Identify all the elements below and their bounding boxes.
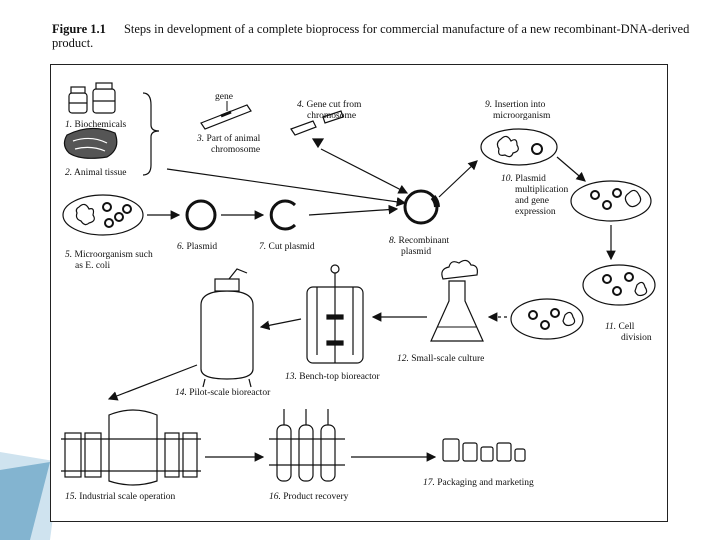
animal-tissue-icon xyxy=(63,127,118,159)
step-5-label: 5. Microorganism such xyxy=(65,250,153,260)
arrow-4-to-8 xyxy=(320,148,409,194)
step-6-label: 6. Plasmid xyxy=(177,242,217,252)
step-15-label: 15. Industrial scale operation xyxy=(65,492,176,502)
step-10-label-line3: and gene xyxy=(515,196,549,206)
arrow-8-to-9 xyxy=(438,160,478,198)
insertion-cell-icon xyxy=(480,128,558,166)
benchtop-bioreactor-icon xyxy=(306,264,364,364)
microorganism-icon xyxy=(62,194,144,236)
culture-flask-icon xyxy=(430,259,484,342)
arrow-2-to-8 xyxy=(166,168,407,207)
plasmid-icon xyxy=(185,199,217,231)
bioprocess-diagram: gene 1. Biochemicals 2. Animal tissue 3.… xyxy=(61,82,656,502)
pilot-bioreactor-icon xyxy=(200,268,254,388)
cut-gene-icon xyxy=(290,110,344,149)
step-10-label-line4: expression xyxy=(515,207,556,217)
step-13-label: 13. Bench-top bioreactor xyxy=(285,372,381,382)
step-12-label: 12. Small-scale culture xyxy=(397,354,484,364)
figure-title: Steps in development of a complete biopr… xyxy=(52,22,690,50)
step-4-label: 4. Gene cut from xyxy=(297,99,362,110)
arrow-14-to-15 xyxy=(107,364,198,401)
step-10-label: 10. Plasmid xyxy=(501,174,546,184)
step-4-label-line2: chromosome xyxy=(307,111,356,121)
slide-swoosh-dark xyxy=(0,462,50,540)
cut-plasmid-icon xyxy=(269,199,297,231)
step-9-label: 9. Insertion into xyxy=(485,100,546,110)
arrow-9-to-10 xyxy=(556,156,586,182)
process-arrows xyxy=(107,148,616,462)
step-3-label: 3. Part of animal xyxy=(196,133,261,144)
step-1-label: 1. Biochemicals xyxy=(65,120,127,130)
figure-label: Figure 1.1 xyxy=(52,22,106,36)
chromosome-icon xyxy=(200,104,252,130)
step-3-label-line2: chromosome xyxy=(211,145,260,155)
step-5-label-line2: as E. coli xyxy=(75,261,110,271)
step-2-label: 2. Animal tissue xyxy=(65,168,127,178)
industrial-plant-icon xyxy=(61,409,201,486)
step-labels: gene 1. Biochemicals 2. Animal tissue 3.… xyxy=(65,92,652,502)
step-8-label: 8. Recombinant xyxy=(389,236,450,246)
step-17-label: 17. Packaging and marketing xyxy=(423,478,534,488)
step-8-label-line2: plasmid xyxy=(401,247,431,257)
diagram-panel: gene 1. Biochemicals 2. Animal tissue 3.… xyxy=(50,64,668,522)
step-11-label: 11. Cell xyxy=(605,322,635,332)
step-7-label: 7. Cut plasmid xyxy=(259,242,315,252)
step-16-label: 16. Product recovery xyxy=(269,492,349,502)
arrow-13-to-14 xyxy=(259,318,302,331)
gene-label: gene xyxy=(215,92,233,102)
recovery-columns-icon xyxy=(269,409,345,482)
recombinant-plasmid-icon xyxy=(403,189,440,225)
step-14-label: 14. Pilot-scale bioreactor xyxy=(175,388,271,398)
step-9-label-line2: microorganism xyxy=(493,111,551,121)
dividing-cells-icon xyxy=(510,264,656,340)
step-11-label-line2: division xyxy=(621,333,652,343)
brace-mark xyxy=(142,92,160,176)
packaged-products-icon xyxy=(442,438,526,462)
multiplication-cell-icon xyxy=(570,180,652,222)
arrow-7-to-8 xyxy=(308,204,399,216)
biochemical-bottles-icon xyxy=(68,82,116,114)
step-10-label-line2: multiplication xyxy=(515,185,569,195)
